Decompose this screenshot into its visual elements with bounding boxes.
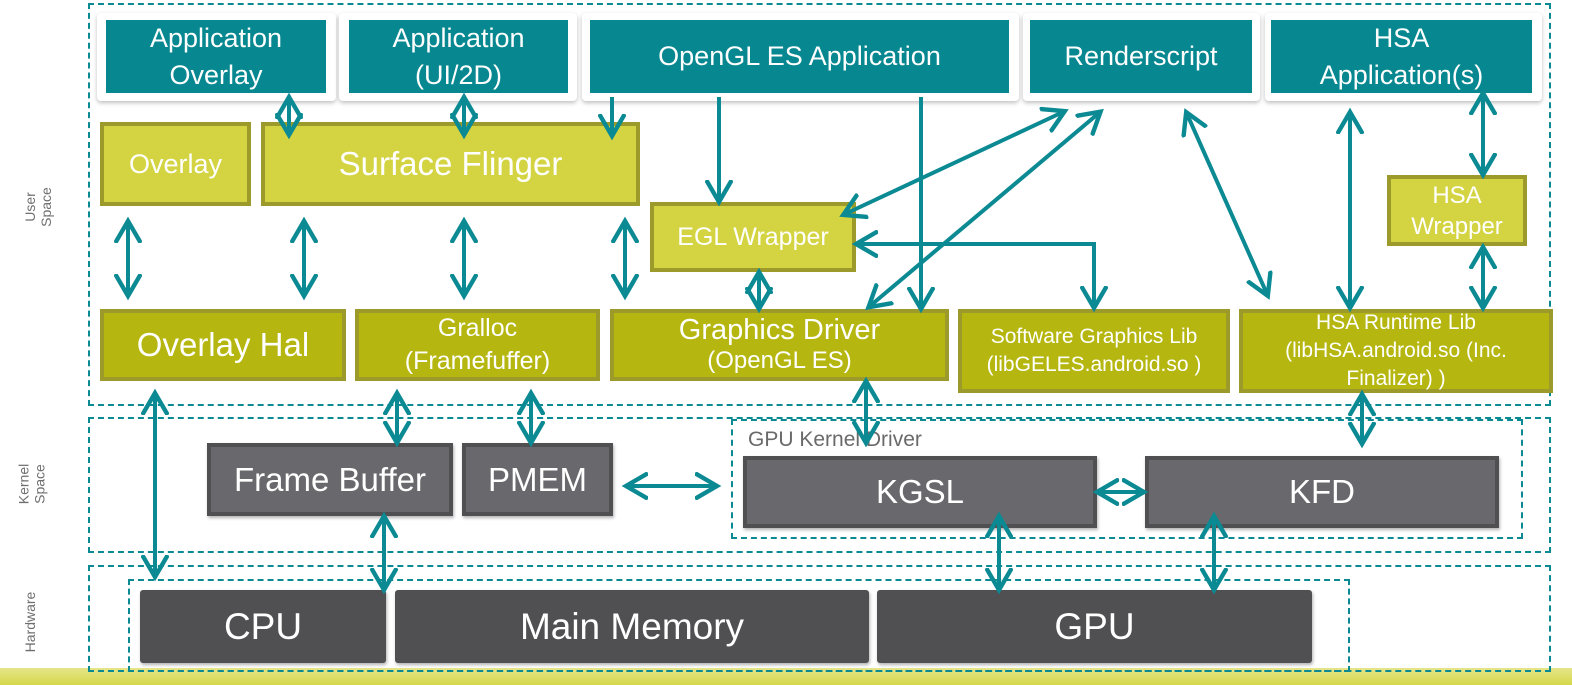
gpu-kernel-driver-label: GPU Kernel Driver — [748, 428, 922, 451]
frame-buffer-box[interactable]: Frame Buffer — [207, 443, 453, 516]
hsa-runtime-lib-box[interactable]: HSA Runtime Lib (libHSA.android.so (Inc.… — [1239, 309, 1553, 393]
hsa-wrapper-box[interactable]: HSA Wrapper — [1387, 175, 1527, 246]
overlay-hal-box[interactable]: Overlay Hal — [100, 309, 346, 381]
footer-band — [0, 668, 1572, 685]
kgsl-box[interactable]: KGSL — [743, 456, 1097, 528]
renderscript-box[interactable]: Renderscript — [1030, 20, 1252, 93]
kernel-space-label: Kernel Space — [15, 463, 48, 505]
opengl-es-app-box[interactable]: OpenGL ES Application — [590, 20, 1009, 93]
pmem-box[interactable]: PMEM — [462, 443, 613, 516]
hardware-label: Hardware — [22, 591, 38, 653]
gpu-kernel-driver-zone — [731, 419, 1523, 539]
surface-flinger-box[interactable]: Surface Flinger — [261, 122, 640, 206]
user-space-zone — [88, 3, 1551, 406]
overlay-box[interactable]: Overlay — [100, 122, 251, 206]
user-space-label: User Space — [22, 187, 54, 227]
graphics-driver-box[interactable]: Graphics Driver (OpenGL ES) — [610, 309, 949, 381]
graphics-driver-subtitle: (OpenGL ES) — [707, 347, 852, 374]
app-overlay-box[interactable]: Application Overlay — [106, 20, 326, 93]
graphics-driver-title: Graphics Driver — [678, 314, 881, 346]
hsa-apps-box[interactable]: HSA Application(s) — [1271, 20, 1532, 93]
app-ui2d-box[interactable]: Application (UI/2D) — [349, 20, 568, 93]
gralloc-box[interactable]: Gralloc (Framefuffer) — [355, 309, 600, 381]
main-memory-box[interactable]: Main Memory — [395, 590, 869, 663]
software-graphics-lib-box[interactable]: Software Graphics Lib (libGELES.android.… — [958, 309, 1230, 393]
egl-wrapper-box[interactable]: EGL Wrapper — [650, 202, 856, 272]
soc-zone — [128, 579, 1350, 672]
gpu-box[interactable]: GPU — [877, 590, 1312, 663]
kfd-box[interactable]: KFD — [1145, 456, 1499, 528]
kernel-space-zone — [88, 417, 1551, 553]
cpu-box[interactable]: CPU — [140, 590, 386, 663]
